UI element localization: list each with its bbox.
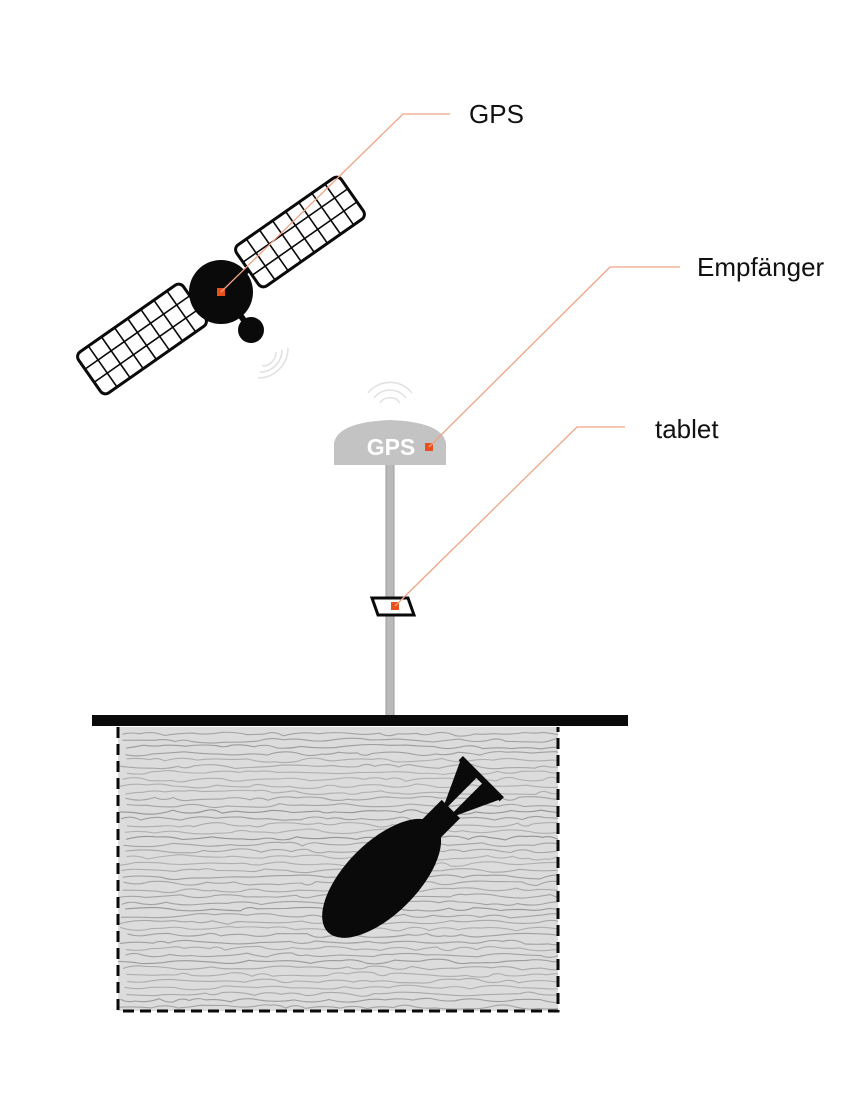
leader-lines	[220, 113, 680, 607]
signal-waves-icon	[257, 347, 289, 379]
label-gps: GPS	[469, 99, 524, 129]
tablet-icon	[369, 596, 417, 617]
receiver-dome-text: GPS	[367, 434, 416, 460]
label-tablet: tablet	[655, 414, 719, 444]
ground-line	[92, 715, 628, 726]
gps-receiver-icon: GPS	[334, 420, 446, 465]
leader-line-receiver	[428, 266, 680, 448]
leader-line-tablet	[394, 426, 625, 607]
label-receiver: Empfänger	[697, 252, 825, 282]
survey-pole	[385, 461, 395, 719]
satellite-icon	[76, 175, 366, 396]
leader-line-satellite	[220, 113, 450, 293]
signal-waves-icon	[367, 381, 413, 404]
bomb-icon	[322, 756, 504, 938]
soil-block	[116, 727, 560, 1013]
